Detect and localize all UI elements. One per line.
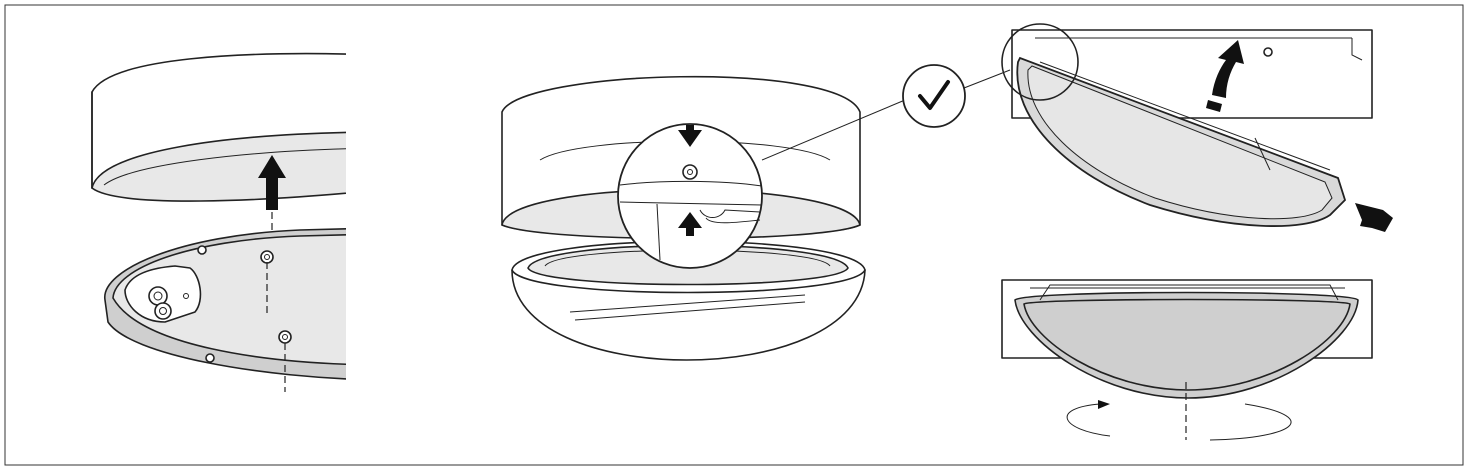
rotation-indicator bbox=[1066, 382, 1292, 441]
arrow-down-icon bbox=[678, 130, 702, 147]
leader-line bbox=[963, 69, 1011, 89]
detail-magnifier bbox=[617, 123, 763, 269]
panel-align-marks bbox=[501, 64, 1011, 361]
checkmark-icon bbox=[918, 80, 950, 110]
screw-hole bbox=[260, 250, 274, 264]
panel-clip-diffuser bbox=[1001, 23, 1393, 441]
hinge-magnifier bbox=[1001, 23, 1079, 101]
arrow-curved-up-icon bbox=[1206, 40, 1244, 112]
diagram-frame bbox=[4, 4, 1464, 466]
panel-remove-cover bbox=[91, 52, 346, 392]
diffuser-tilted bbox=[1016, 56, 1347, 227]
arrow-up-icon bbox=[678, 212, 702, 228]
screw-hole bbox=[278, 330, 292, 344]
arrow-up-icon bbox=[258, 155, 286, 210]
check-badge bbox=[902, 64, 966, 128]
arrow-push-icon bbox=[1355, 203, 1393, 232]
fixture-closed bbox=[1001, 279, 1373, 399]
base-plate bbox=[104, 228, 346, 380]
cover-ring bbox=[91, 52, 346, 202]
leader-line bbox=[761, 99, 906, 161]
